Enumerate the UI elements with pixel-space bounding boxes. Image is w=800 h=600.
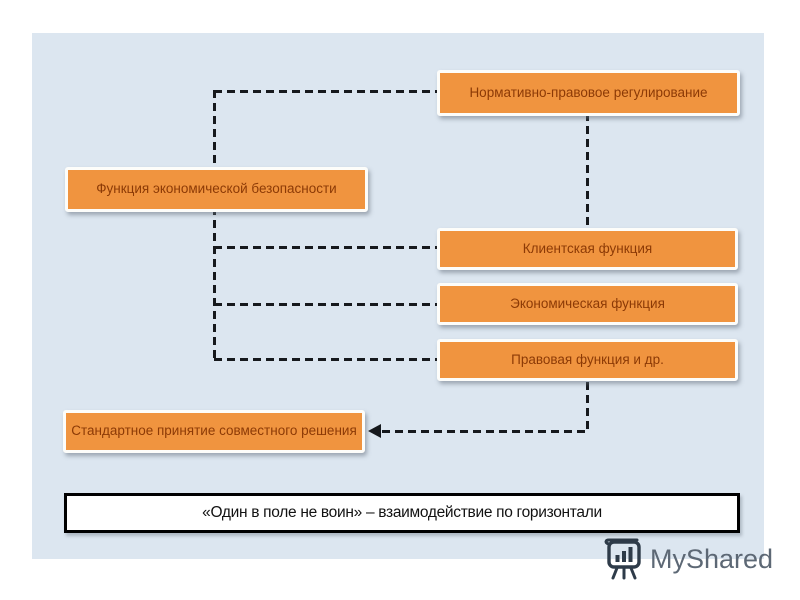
node-client-function: Клиентская функция (437, 228, 738, 270)
connector-left-vertical (213, 90, 216, 361)
node-label: Стандартное принятие совместного решения (71, 423, 357, 439)
presentation-easel-chart-icon (604, 538, 641, 580)
logo-text: MyShared (650, 543, 774, 574)
connector-branch-legal (214, 358, 437, 361)
connector-right-vertical-lower (586, 382, 589, 433)
node-label: Нормативно-правовое регулирование (469, 84, 708, 100)
connector-arrow-horizontal (382, 430, 589, 433)
connector-branch-client (214, 246, 437, 249)
node-standard-joint-decision: Стандартное принятие совместного решения (63, 410, 365, 453)
node-economic-function: Экономическая функция (437, 283, 738, 325)
node-normative-regulation: Нормативно-правовое регулирование (437, 70, 740, 116)
node-label: Правовая функция и др. (511, 351, 664, 367)
caption-bar: «Один в поле не воин» – взаимодействие п… (64, 493, 740, 533)
arrowhead-left-icon (368, 424, 381, 438)
connector-branch-economic (214, 303, 437, 306)
connector-right-vertical-upper (586, 113, 589, 228)
myshared-logo[interactable]: MyShared (601, 538, 773, 580)
node-economic-security-function: Функция экономической безопасности (65, 167, 368, 212)
node-label: Экономическая функция (510, 295, 665, 311)
caption-text: «Один в поле не воин» – взаимодействие п… (202, 504, 602, 521)
node-legal-function: Правовая функция и др. (437, 339, 738, 381)
connector-top-horizontal (214, 90, 437, 93)
node-label: Клиентская функция (522, 240, 653, 256)
node-label: Функция экономической безопасности (96, 181, 337, 197)
